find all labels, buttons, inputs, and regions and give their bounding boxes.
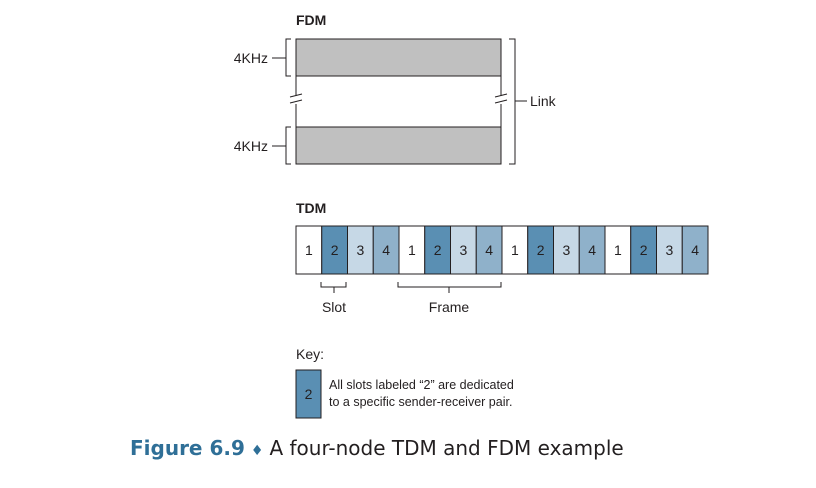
tdm-slot-label: 3 [665, 242, 673, 258]
figure-caption: Figure 6.9 ♦ A four-node TDM and FDM examp… [130, 436, 624, 460]
tdm-slot-label: 2 [537, 242, 545, 258]
tdm-slot-label: 3 [356, 242, 364, 258]
fdm-band-top [295, 38, 502, 77]
tdm-slot-label: 3 [562, 242, 570, 258]
tdm-slot-label: 1 [511, 242, 519, 258]
tdm-slot-label: 2 [640, 242, 648, 258]
tdm-slot-2 [321, 225, 348, 275]
tdm-slot-label: 1 [305, 242, 313, 258]
slot-bracket [320, 282, 347, 293]
band-bottom-label: 4KHz [234, 138, 268, 154]
key-description-line1: All slots labeled “2” are dedicated [329, 378, 514, 392]
key-description-line2: to a specific sender-receiver pair. [329, 395, 512, 409]
tdm-slot-3 [656, 225, 683, 275]
frame-bracket [397, 282, 502, 293]
tdm-slot-label: 4 [485, 242, 493, 258]
tdm-slot-1 [398, 225, 426, 275]
key-sample-slot [295, 369, 322, 419]
slot-label: Slot [322, 299, 346, 315]
tdm-slot-label: 4 [691, 242, 699, 258]
tdm-slot-4 [681, 225, 709, 275]
band-top-bracket [272, 38, 291, 77]
tdm-slot-1 [501, 225, 529, 275]
link-bracket [509, 38, 527, 165]
link-label: Link [530, 93, 557, 109]
tdm-slot-2 [424, 225, 451, 275]
tdm-slot-label: 4 [382, 242, 390, 258]
figure-number: Figure 6.9 [130, 436, 245, 460]
fdm-band-bottom [295, 126, 502, 165]
tdm-slot-label: 2 [331, 242, 339, 258]
key-sample-slot-label: 2 [305, 386, 313, 402]
tdm-slot-label: 1 [408, 242, 416, 258]
band-top-label: 4KHz [234, 50, 268, 66]
tdm-slot-2 [527, 225, 554, 275]
fdm-title: FDM [296, 12, 326, 28]
tdm-slot-label: 2 [434, 242, 442, 258]
tdm-slot-4 [372, 225, 400, 275]
tdm-slot-label: 1 [614, 242, 622, 258]
key-title: Key: [296, 346, 324, 362]
fdm-link-gap [289, 76, 508, 127]
tdm-slot-row: 1 2 3 4 1 2 3 4 1 2 3 4 1 2 3 4 [295, 225, 709, 275]
band-bottom-bracket [272, 126, 291, 165]
tdm-slot-label: 3 [459, 242, 467, 258]
tdm-slot-1 [604, 225, 632, 275]
tdm-title: TDM [296, 200, 326, 216]
tdm-slot-label: 4 [588, 242, 596, 258]
tdm-slot-3 [553, 225, 580, 275]
tdm-slot-3 [450, 225, 477, 275]
tdm-slot-3 [347, 225, 374, 275]
frame-label: Frame [429, 299, 470, 315]
caption-text: A four-node TDM and FDM example [269, 436, 624, 460]
caption-separator: ♦ [250, 443, 264, 459]
